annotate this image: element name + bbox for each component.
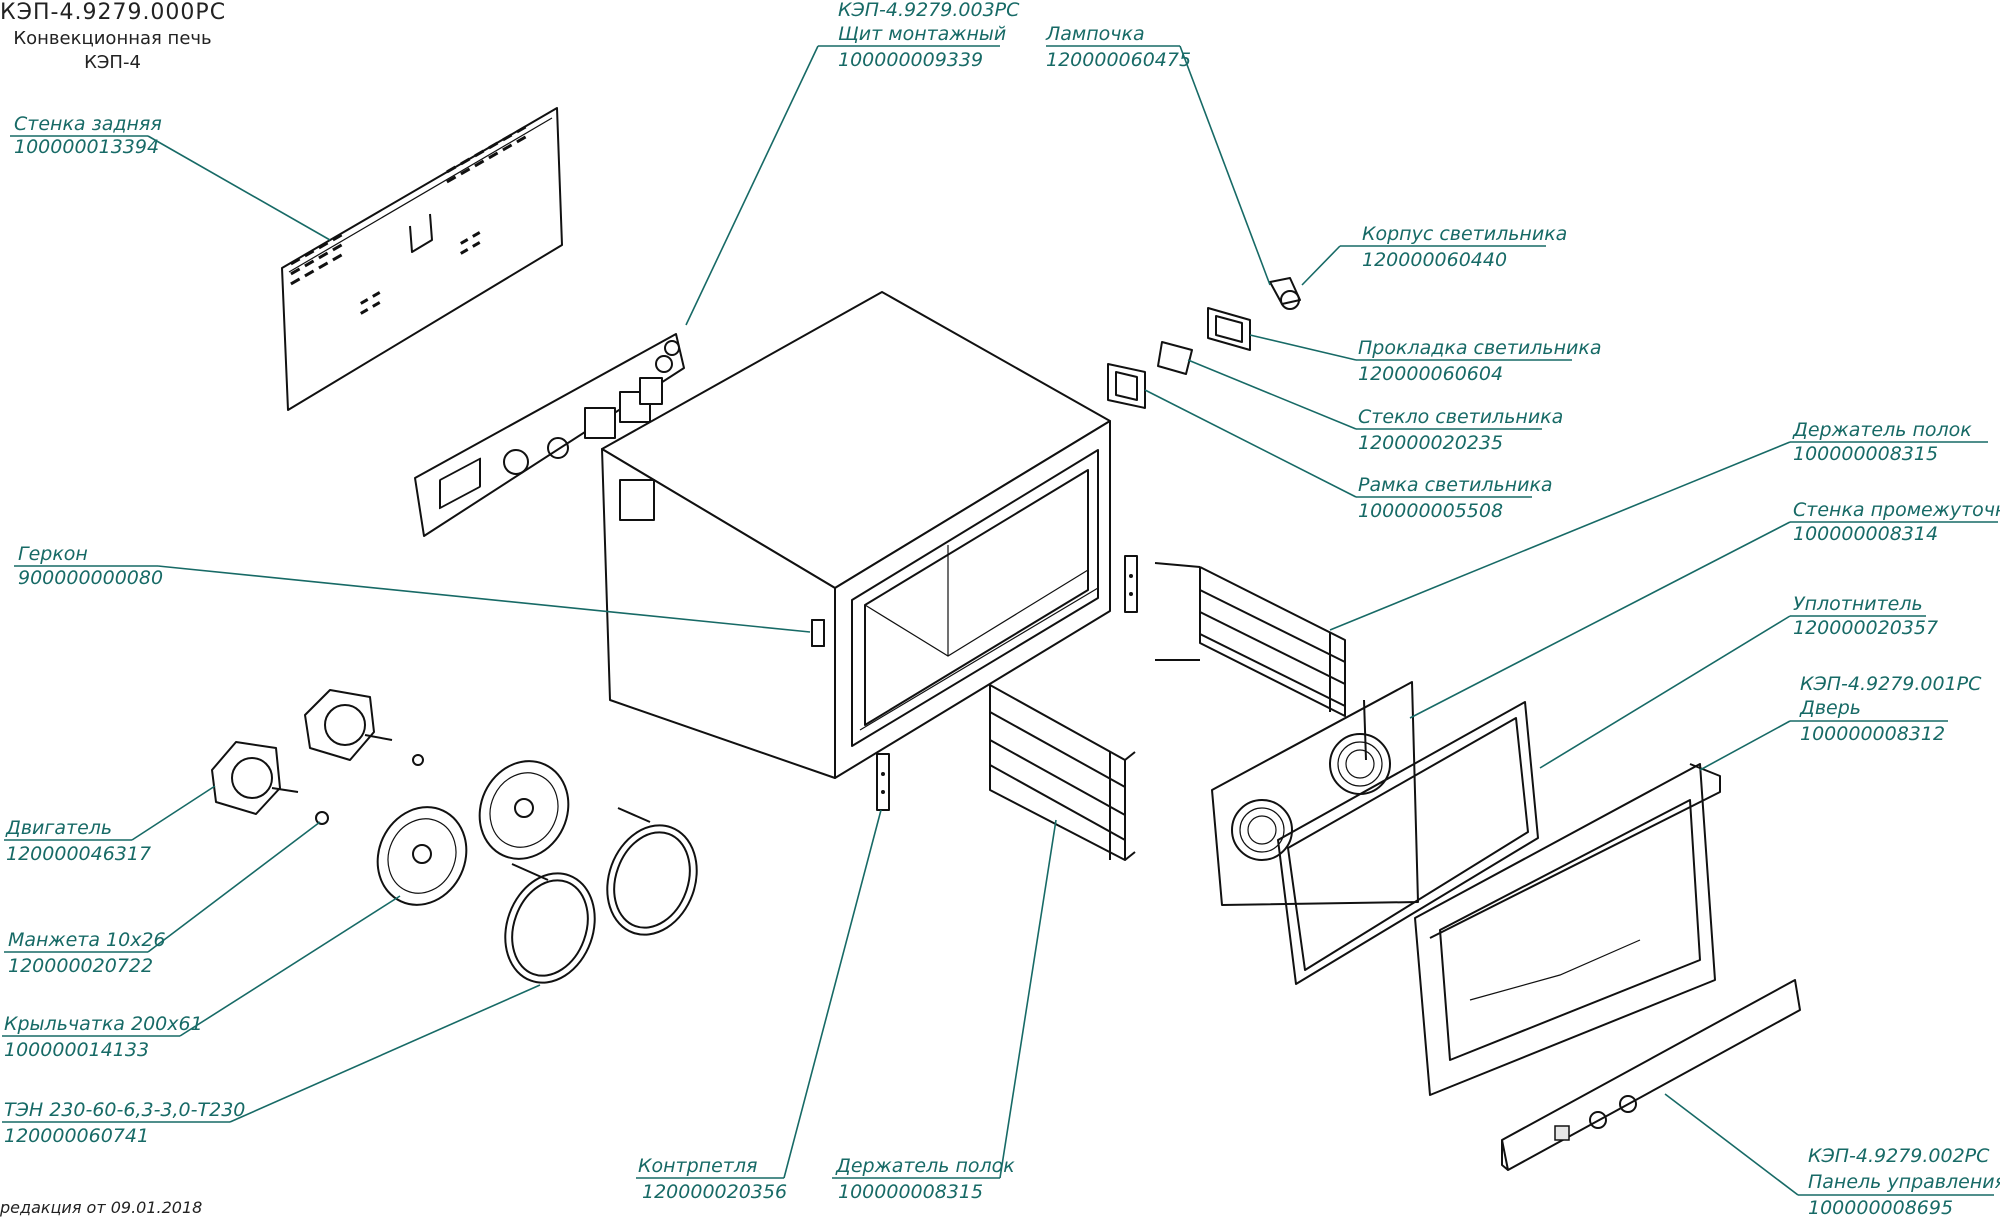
label-impeller-name: Крыльчатка 200х61	[4, 1013, 203, 1035]
label-control-panel-name2: Панель управления	[1808, 1171, 2000, 1193]
callout-impeller: Крыльчатка 200х61 100000014133	[2, 895, 401, 1061]
callout-shelf-holder-right: Держатель полок 100000008315	[1329, 419, 1988, 631]
label-lamp-housing-code: 120000060440	[1362, 249, 1507, 271]
label-intermediate-wall-name: Стенка промежуточная	[1793, 499, 2000, 521]
callout-intermediate-wall: Стенка промежуточная 100000008314	[1409, 499, 2000, 719]
label-shelf-holder-right-code: 100000008315	[1793, 443, 1938, 465]
label-reed-switch-code: 900000000080	[18, 567, 163, 589]
mounting-panel-part	[414, 333, 685, 537]
label-shelf-holder-front-code: 100000008315	[838, 1181, 983, 1203]
reed-switch-part	[811, 619, 825, 647]
label-control-panel-name: КЭП-4.9279.002РС	[1808, 1145, 1990, 1167]
label-seal-name: Уплотнитель	[1793, 593, 1923, 615]
label-counter-loop-name: Контрпетля	[638, 1155, 757, 1177]
impeller-part-upper	[478, 760, 570, 860]
label-lamp-gasket-name: Прокладка светильника	[1358, 337, 1602, 359]
cuff-part-lower	[315, 811, 329, 825]
label-rear-wall-name: Стенка задняя	[14, 113, 162, 135]
label-door-code: 100000008312	[1800, 723, 1945, 745]
shelf-holder-right-part	[1154, 562, 1346, 717]
label-seal-code: 120000020357	[1793, 617, 1938, 639]
label-lamp-housing-name: Корпус светильника	[1362, 223, 1567, 245]
motor-part-lower	[211, 741, 299, 815]
callout-rear-wall: Стенка задняя 100000013394	[10, 113, 331, 241]
label-mounting-panel-name2: Щит монтажный	[838, 23, 1006, 45]
callout-motor: Двигатель 120000046317	[4, 785, 216, 865]
label-lamp-code: 120000060475	[1046, 49, 1191, 71]
label-lamp-gasket-code: 120000060604	[1358, 363, 1503, 385]
product-name: Конвекционная печь	[13, 28, 212, 49]
label-impeller-code: 100000014133	[4, 1039, 149, 1061]
label-counter-loop-code: 120000020356	[642, 1181, 787, 1203]
label-shelf-holder-front-name: Держатель полок	[835, 1155, 1015, 1177]
label-motor-code: 120000046317	[6, 843, 151, 865]
label-motor-name: Двигатель	[5, 817, 112, 839]
callout-heater: ТЭН 230-60-6,3-3,0-Т230 120000060741	[2, 984, 541, 1147]
impeller-part-lower	[376, 806, 468, 906]
label-mounting-panel-name: КЭП-4.9279.003РС	[838, 0, 1020, 21]
label-shelf-holder-right-name: Держатель полок	[1792, 419, 1972, 441]
label-lamp-name: Лампочка	[1045, 23, 1145, 45]
label-reed-switch-name: Геркон	[18, 543, 88, 565]
model-name: КЭП-4	[84, 52, 141, 73]
callout-control-panel: КЭП-4.9279.002РС Панель управления 10000…	[1664, 1093, 2000, 1219]
door-part	[1414, 763, 1721, 1096]
label-lamp-frame-name: Рамка светильника	[1358, 474, 1553, 496]
label-heater-code: 120000060741	[4, 1125, 149, 1147]
label-cuff-code: 120000020722	[8, 955, 153, 977]
callout-shelf-holder-front: Держатель полок 100000008315	[832, 819, 1057, 1203]
callout-reed-switch: Геркон 900000000080	[14, 543, 811, 633]
oven-body-part	[601, 291, 1111, 779]
callout-seal: Уплотнитель 120000020357	[1539, 593, 1938, 769]
rear-wall-part	[281, 107, 563, 411]
seal-part	[1277, 701, 1539, 985]
label-lamp-frame-code: 100000005508	[1358, 500, 1503, 522]
label-door-name: КЭП-4.9279.001РС	[1800, 673, 1982, 695]
control-panel-part	[1501, 979, 1801, 1171]
callout-counter-loop: Контрпетля 120000020356	[636, 809, 882, 1203]
callout-door: КЭП-4.9279.001РС Дверь 100000008312	[1699, 673, 1982, 771]
label-cuff-name: Манжета 10х26	[8, 929, 166, 951]
callout-lamp-frame: Рамка светильника 100000005508	[1144, 389, 1553, 522]
callout-lamp-housing: Корпус светильника 120000060440	[1301, 223, 1567, 286]
intermediate-wall-part	[1211, 681, 1419, 906]
label-intermediate-wall-code: 100000008314	[1793, 523, 1938, 545]
heater-part-upper	[606, 807, 698, 936]
revision-note: редакция от 09.01.2018	[0, 1198, 203, 1217]
motor-part-upper	[304, 689, 393, 761]
cuff-part-upper	[412, 754, 424, 766]
label-heater-name: ТЭН 230-60-6,3-3,0-Т230	[4, 1099, 245, 1121]
callout-cuff: Манжета 10х26 120000020722	[4, 821, 321, 977]
callout-mounting-panel: КЭП-4.9279.003РС Щит монтажный 100000009…	[685, 0, 1020, 326]
callout-lamp-gasket: Прокладка светильника 120000060604	[1249, 334, 1602, 385]
heater-part-lower	[504, 863, 596, 984]
shelf-holder-front-part	[989, 684, 1136, 861]
callout-lamp-glass: Стекло светильника 120000020235	[1187, 359, 1563, 454]
counter-loop-part-2	[1124, 555, 1138, 613]
label-lamp-glass-name: Стекло светильника	[1358, 406, 1563, 428]
document-number: КЭП-4.9279.000РС	[0, 0, 227, 25]
counter-loop-part	[876, 753, 890, 811]
label-mounting-panel-code: 100000009339	[838, 49, 983, 71]
lamp-parts	[1107, 277, 1301, 409]
callout-lamp: Лампочка 120000060475	[1045, 23, 1271, 286]
label-door-name2: Дверь	[1799, 697, 1861, 719]
label-lamp-glass-code: 120000020235	[1358, 432, 1503, 454]
label-rear-wall-code: 100000013394	[14, 136, 159, 158]
label-control-panel-code: 100000008695	[1808, 1197, 1953, 1219]
